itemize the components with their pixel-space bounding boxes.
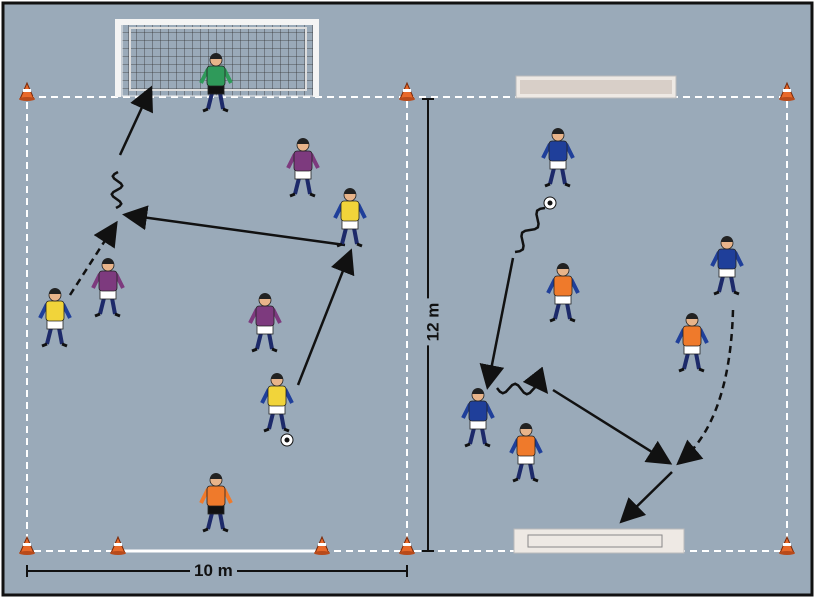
player-purple [286, 138, 320, 198]
dribble-path [514, 206, 546, 254]
dribble-path [110, 170, 124, 210]
player-blue [461, 388, 495, 448]
dribble-arrow [496, 366, 549, 396]
run-arrow [296, 248, 355, 386]
small-goal-bottom [513, 528, 685, 554]
player-orange [509, 423, 543, 483]
cone-icon [110, 535, 126, 555]
cone-icon [399, 81, 415, 101]
pass-arrow [479, 257, 515, 390]
player-blue [541, 128, 575, 188]
pass-arrow [118, 85, 153, 156]
player-orange [546, 263, 580, 323]
player-yellow [260, 373, 294, 433]
pass-arrow [122, 205, 346, 247]
small-goal-top [515, 75, 677, 99]
ball-icon [543, 196, 557, 210]
player-purple [91, 258, 125, 318]
player-orange [675, 313, 709, 373]
run-arrow-dashed [68, 220, 118, 296]
cone-icon [779, 81, 795, 101]
goalkeeper-orange [199, 473, 233, 533]
cone-icon [19, 535, 35, 555]
player-purple [248, 293, 282, 353]
goalkeeper [199, 53, 233, 113]
cone-icon [779, 535, 795, 555]
length-label: 12 m [423, 298, 444, 346]
width-label: 10 m [190, 561, 237, 581]
cone-icon [314, 535, 330, 555]
pass-arrow [552, 388, 673, 465]
cone-icon [19, 81, 35, 101]
ball-icon [280, 433, 294, 447]
player-yellow [38, 288, 72, 348]
run-arrow-dashed [676, 309, 735, 466]
player-yellow [333, 188, 367, 248]
shot-arrow [619, 471, 673, 524]
cone-icon [399, 535, 415, 555]
player-blue [710, 236, 744, 296]
